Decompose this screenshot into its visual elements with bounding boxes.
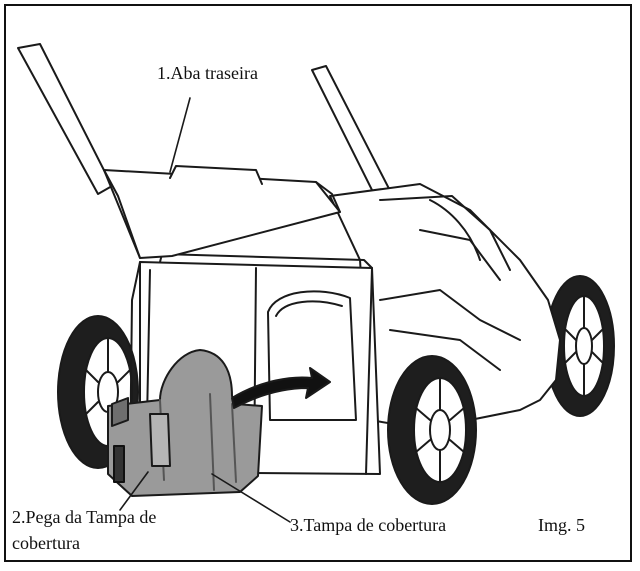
rear-flap (103, 169, 341, 259)
wheel-front-right (387, 355, 477, 505)
grass-cover (107, 349, 263, 497)
leader-rear-flap (169, 97, 191, 173)
wheel-rear-right (545, 275, 615, 417)
direction-arrow (231, 367, 331, 409)
leader-cover-handle (119, 471, 149, 511)
label-cover-handle-cont: cobertura (12, 533, 80, 553)
label-rear-flap: 1.Aba traseira (157, 63, 258, 83)
label-cover: 3.Tampa de cobertura (290, 515, 447, 535)
figure-caption: Img. 5 (538, 515, 585, 535)
label-cover-handle: 2.Pega da Tampa de (12, 507, 157, 527)
leader-cover (211, 473, 291, 523)
handle-left (17, 43, 113, 195)
